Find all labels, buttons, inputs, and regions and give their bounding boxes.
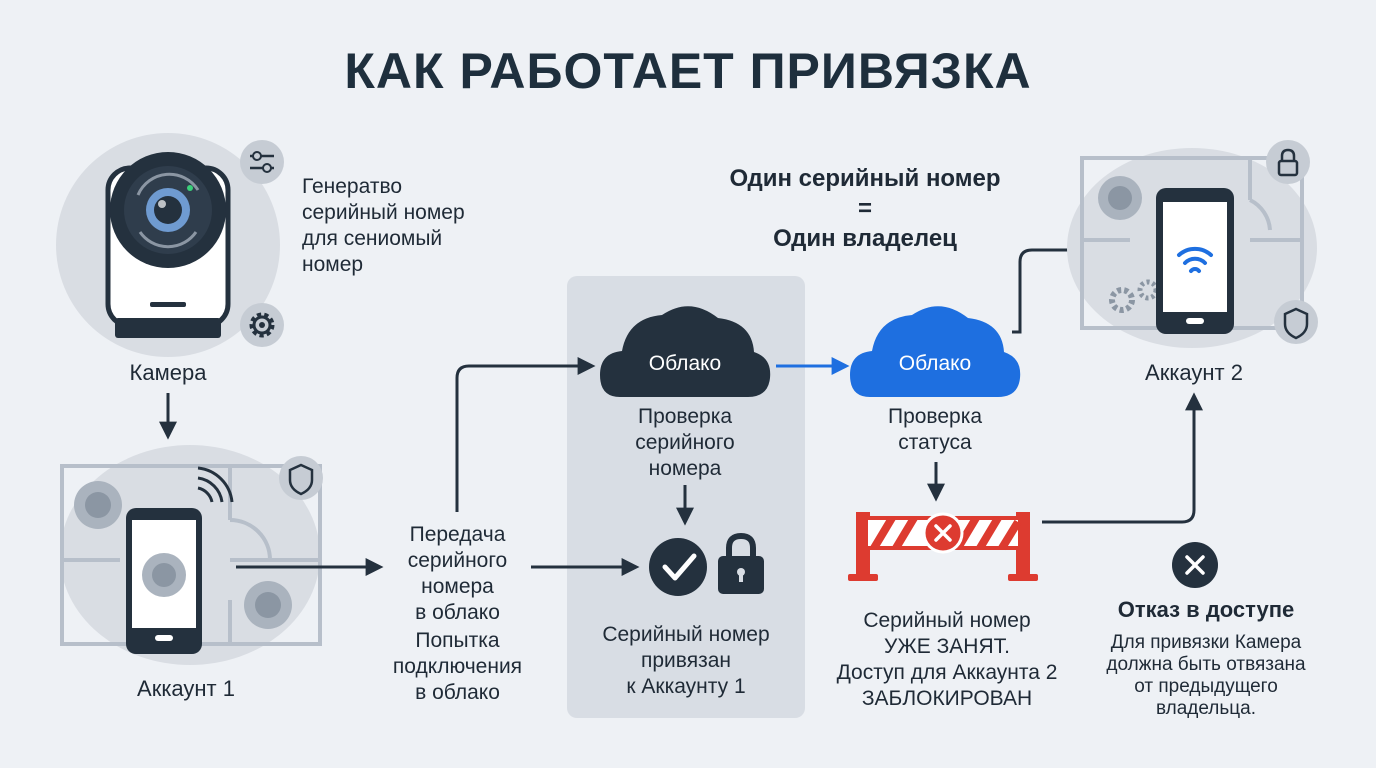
cloud2-label: Облако — [898, 352, 972, 375]
transfer-attempt-line: в облако — [415, 681, 500, 704]
camera-description-line: Генератво — [302, 175, 403, 198]
denied-title: Отказ в доступе — [1117, 597, 1295, 622]
cloud2-check-line: Проверка — [887, 405, 983, 428]
cloud1-label: Облако — [648, 352, 722, 375]
camera-label: Камера — [129, 360, 207, 385]
blocked-line: ЗАБЛОКИРОВАН — [861, 687, 1033, 710]
blocked-line: Серийный номер — [863, 609, 1031, 632]
cloud1-result-text: Серийный номер привязан к Аккаунту 1 — [577, 622, 795, 700]
blocked-line: УЖЕ ЗАНЯТ. — [884, 635, 1010, 658]
camera-description: Генератво серийный номер для сениомый но… — [302, 174, 542, 278]
cloud-icon-dark — [600, 306, 771, 397]
camera-description-line: серийный номер — [302, 201, 465, 224]
denied-line: должна быть отвязана — [1106, 654, 1306, 675]
lock-small-icon — [1266, 140, 1310, 184]
blocked-line: Доступ для Аккаунта 2 — [836, 661, 1058, 684]
transfer-attempt-text: Попытка подключения в облако — [370, 628, 545, 706]
account1-label: Аккаунт 1 — [137, 676, 235, 701]
cloud2-check-line: статуса — [898, 431, 972, 454]
camera-description-line: номер — [302, 253, 364, 276]
transfer-send-text: Передача серийного номера в облако — [370, 522, 545, 626]
denied-text: Для привязки Камера должна быть отвязана… — [1080, 632, 1332, 720]
account2-label: Аккаунт 2 — [1145, 360, 1243, 385]
sliders-icon — [240, 140, 284, 184]
cloud1-check-line: Проверка — [637, 405, 733, 428]
account1-illustration — [60, 445, 322, 665]
cloud2-check-text: Проверка статуса — [845, 404, 1025, 456]
transfer-send-line: номера — [421, 575, 494, 598]
shield-icon — [279, 456, 323, 500]
gear-icon — [240, 303, 284, 347]
cloud1-result-line: к Аккаунту 1 — [626, 675, 746, 698]
arrow-transfer-to-cloud1 — [455, 357, 596, 512]
denied-line: Для привязки Камера — [1110, 632, 1302, 653]
blocked-text: Серийный номер УЖЕ ЗАНЯТ. Доступ для Акк… — [812, 608, 1082, 712]
cloud1-check-line: номера — [648, 457, 722, 480]
cloud1-check-line: серийного — [635, 431, 735, 454]
denied-x-icon — [1172, 542, 1218, 588]
lock-icon — [718, 532, 764, 594]
checkmark-icon — [649, 538, 707, 596]
denied-line: владельца. — [1155, 698, 1257, 719]
rule-line2: Один владелец — [773, 225, 957, 252]
transfer-send-line: Передача — [409, 523, 506, 546]
page-title: КАК РАБОТАЕТ ПРИВЯЗКА — [344, 43, 1032, 99]
cloud-icon-blue — [850, 306, 1021, 397]
transfer-send-line: в облако — [415, 601, 500, 624]
cloud1-check-text: Проверка серийного номера — [590, 404, 780, 482]
camera-illustration — [56, 133, 280, 357]
cloud1-result-line: Серийный номер — [602, 623, 770, 646]
transfer-attempt-line: подключения — [392, 655, 523, 678]
transfer-attempt-line: Попытка — [415, 629, 500, 652]
rule-text: Один серийный номер = Один владелец — [690, 164, 1040, 254]
arrow-barrier-to-account2 — [1042, 392, 1203, 524]
barrier-icon — [848, 512, 1038, 581]
rule-equals: = — [857, 195, 872, 222]
shield-small-icon — [1274, 300, 1318, 344]
arrow-cloud2-to-account2 — [1012, 241, 1144, 334]
camera-description-line: для сениомый — [302, 227, 443, 250]
transfer-send-line: серийного — [407, 549, 508, 572]
rule-line1: Один серийный номер — [729, 165, 1001, 192]
cloud1-result-line: привязан — [641, 649, 731, 672]
account2-illustration — [1067, 148, 1317, 348]
denied-line: от предыдущего — [1134, 676, 1278, 697]
